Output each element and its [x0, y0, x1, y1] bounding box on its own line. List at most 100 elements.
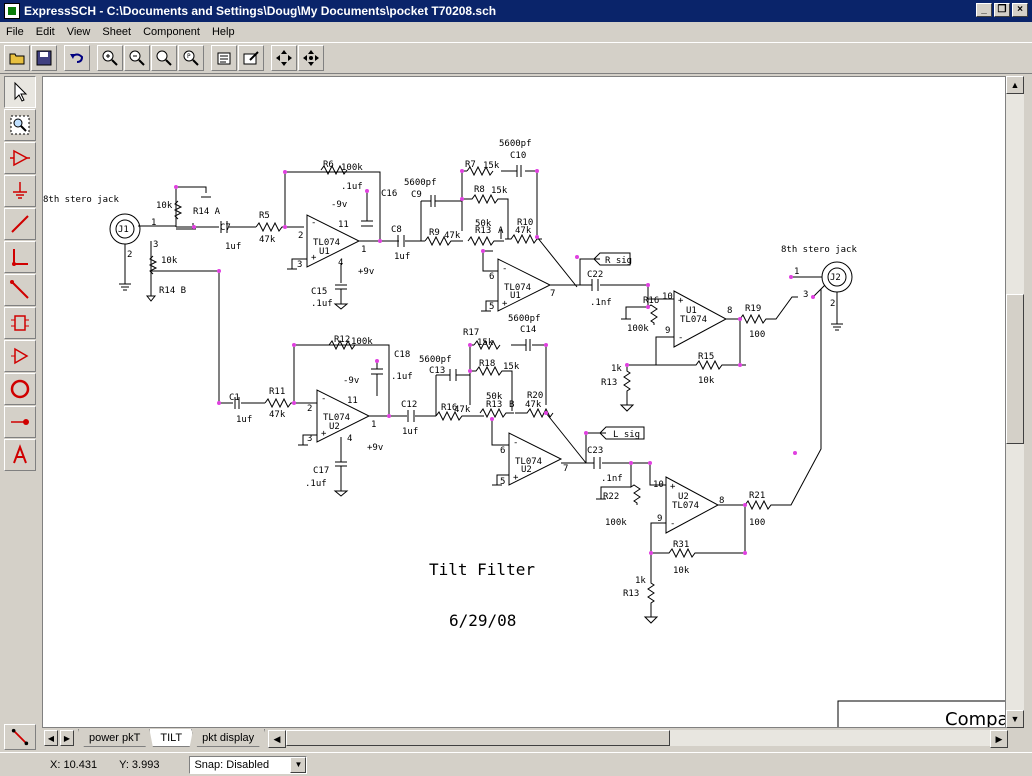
ground-tool[interactable]: [4, 175, 36, 207]
scroll-up-button[interactable]: ▲: [1006, 76, 1024, 94]
right-jack-label: 8th stero jack: [781, 245, 857, 255]
vertical-scrollbar[interactable]: ▲ ▼: [1006, 76, 1024, 728]
opamp-u2b[interactable]: [508, 432, 563, 486]
net-tool[interactable]: [4, 724, 36, 750]
net-icon: [11, 728, 29, 746]
svg-text:+: +: [502, 299, 508, 309]
label-c13v: 5600pf: [419, 355, 452, 365]
svg-text:+: +: [321, 429, 327, 439]
save-button[interactable]: [31, 45, 57, 71]
label-c15v: .1uf: [311, 299, 333, 309]
opamp-u2c[interactable]: [665, 476, 720, 534]
tab-next-button[interactable]: ▶: [60, 730, 74, 746]
svg-text:-: -: [670, 519, 675, 529]
opamp-u2a[interactable]: [316, 389, 371, 443]
junction-dots: [174, 169, 815, 555]
opamp-tool[interactable]: [4, 142, 36, 174]
label-u1b: TL074: [504, 283, 531, 293]
title-block: [837, 700, 1005, 727]
label-r19: R19: [745, 304, 761, 314]
label-r12v: 100k: [351, 337, 373, 347]
label-r21v: 100: [749, 518, 765, 528]
label-c14: C14: [520, 325, 536, 335]
tool-palette: [4, 76, 38, 471]
restore-button[interactable]: ❐: [994, 3, 1010, 17]
label-r16v: 100k: [627, 324, 649, 334]
save-icon: [36, 50, 52, 66]
ic-tool[interactable]: [4, 307, 36, 339]
label-r13cv: 1k: [611, 364, 622, 374]
line-tool[interactable]: [4, 274, 36, 306]
svg-text:11: 11: [338, 220, 349, 230]
scroll-down-button[interactable]: ▼: [1006, 710, 1024, 728]
circle-tool[interactable]: [4, 373, 36, 405]
schematic-canvas[interactable]: 8th stero jack J1 2 1 3 10k R14 A 10k R1…: [42, 76, 1006, 728]
edit-button[interactable]: [238, 45, 264, 71]
buffer-tool[interactable]: [4, 340, 36, 372]
tab-tilt[interactable]: TILT: [149, 729, 194, 747]
pin-tool[interactable]: [4, 406, 36, 438]
scroll-right-button[interactable]: ▶: [990, 730, 1008, 748]
svg-text:9: 9: [665, 326, 670, 336]
label-r8v: 15k: [491, 186, 508, 196]
tab-pkt-display[interactable]: pkt display: [191, 729, 266, 747]
label-c10v: 5600pf: [499, 139, 532, 149]
scroll-left-button[interactable]: ◀: [268, 730, 286, 748]
svg-text:+: +: [670, 482, 676, 492]
schematic: 8th stero jack J1 2 1 3 10k R14 A 10k R1…: [43, 139, 1005, 727]
label-r17v: 15k: [477, 338, 494, 348]
menu-sheet[interactable]: Sheet: [102, 26, 132, 38]
pointer-tool[interactable]: [4, 76, 36, 108]
svg-text:9: 9: [657, 514, 662, 524]
label-r19v: 100: [749, 330, 765, 340]
label-r13b: R13: [486, 400, 502, 410]
zoom-in-button[interactable]: [97, 45, 123, 71]
svg-text:1: 1: [794, 267, 799, 277]
bus-tool[interactable]: [4, 241, 36, 273]
chevron-down-icon[interactable]: ▼: [290, 756, 307, 773]
label-r18v: 15k: [503, 362, 520, 372]
label-r13c: R13: [601, 378, 617, 388]
buffer-icon: [11, 347, 29, 365]
close-button[interactable]: ×: [1012, 3, 1028, 17]
vertical-scroll-thumb[interactable]: [1006, 294, 1024, 444]
label-r14b: R14 B: [159, 286, 186, 296]
zoom-out-button[interactable]: [124, 45, 150, 71]
properties-button[interactable]: [211, 45, 237, 71]
horizontal-scrollbar[interactable]: ◀ ▶: [268, 730, 1008, 748]
opamp-u1b[interactable]: [497, 258, 552, 312]
menu-help[interactable]: Help: [211, 26, 235, 38]
move-button[interactable]: [271, 45, 297, 71]
label-c18: C18: [394, 350, 410, 360]
horizontal-scroll-thumb[interactable]: [286, 730, 670, 746]
label-r14b-val: 10k: [161, 256, 178, 266]
svg-text:8: 8: [719, 496, 724, 506]
menu-component[interactable]: Component: [143, 26, 200, 38]
wire-tool[interactable]: [4, 208, 36, 240]
menu-file[interactable]: File: [6, 26, 24, 38]
zoom-fit-icon: P: [183, 50, 199, 66]
text-tool[interactable]: [4, 439, 36, 471]
opamp-u1a[interactable]: [306, 214, 361, 268]
pan-button[interactable]: [298, 45, 324, 71]
label-u1c: TL074: [680, 315, 707, 325]
label-u1an: U1: [319, 247, 330, 257]
snap-select[interactable]: Snap: Disabled ▼: [189, 755, 308, 774]
menu-edit[interactable]: Edit: [35, 26, 55, 38]
open-button[interactable]: [4, 45, 30, 71]
move-icon: [276, 50, 292, 66]
zoom-area-button[interactable]: [151, 45, 177, 71]
opamp-u1c[interactable]: [673, 290, 728, 348]
undo-button[interactable]: [64, 45, 90, 71]
minimize-button[interactable]: _: [976, 3, 992, 17]
label-p9a: +9v: [358, 267, 374, 277]
schematic-title: Tilt Filter: [429, 560, 535, 579]
label-r11: R11: [269, 387, 285, 397]
zoom-select-tool[interactable]: [4, 109, 36, 141]
tab-power-pkt[interactable]: power pkT: [78, 729, 152, 747]
zoom-fit-button[interactable]: P: [178, 45, 204, 71]
tab-prev-button[interactable]: ◀: [44, 730, 58, 746]
label-r11v: 47k: [269, 410, 286, 420]
menu-view[interactable]: View: [66, 26, 91, 38]
svg-text:7: 7: [563, 464, 568, 474]
